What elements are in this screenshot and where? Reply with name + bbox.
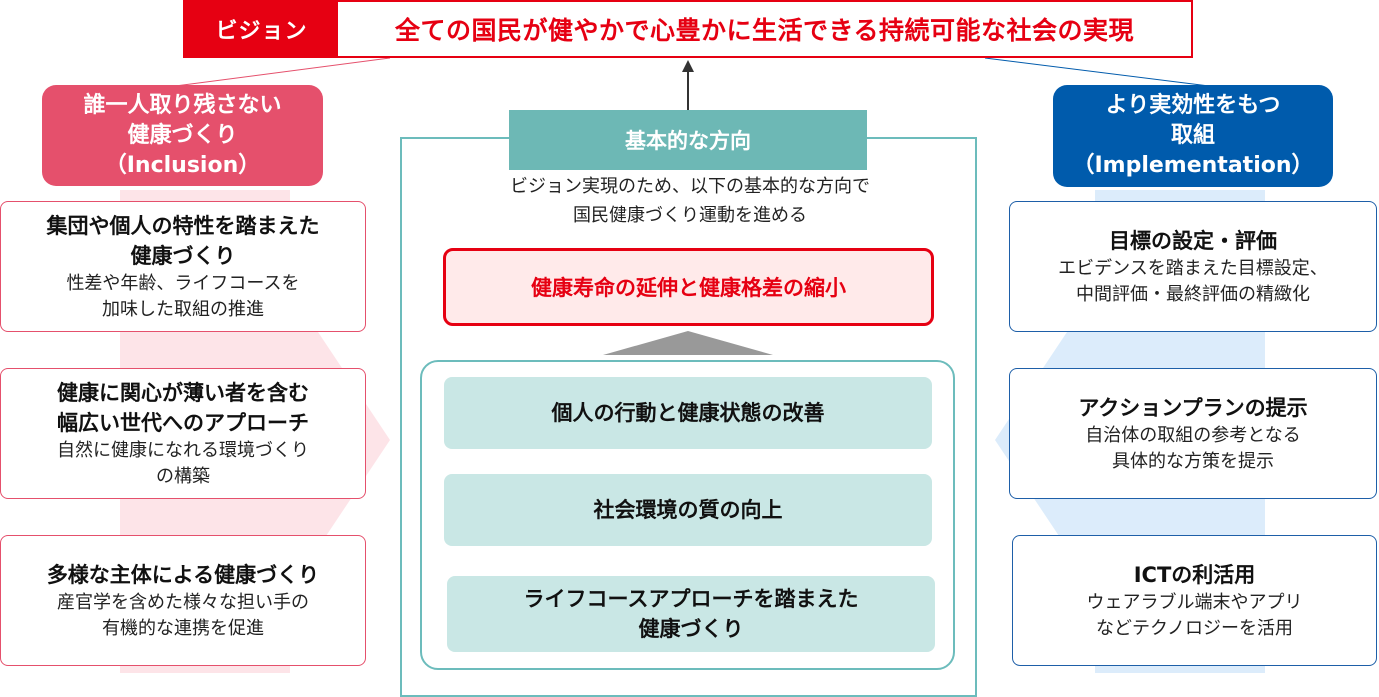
inclusion-item-2: 健康に関心が薄い者を含む 幅広い世代へのアプローチ 自然に健康になれる環境づくり… — [0, 368, 366, 499]
inclusion-pillar-header: 誰一人取り残さない 健康づくり （Inclusion） — [42, 85, 323, 186]
basic-direction-desc: ビジョン実現のため、以下の基本的な方向で 国民健康づくり運動を進める — [510, 176, 870, 226]
implementation-item-1-desc: エビデンスを踏まえた目標設定、 中間評価・最終評価の精緻化 — [1058, 257, 1328, 305]
direction-item-1: 個人の行動と健康状態の改善 — [444, 377, 932, 449]
direction-item-3: ライフコースアプローチを踏まえた 健康づくり — [447, 576, 935, 652]
implementation-item-3-title: ICTの利活用 — [1133, 562, 1256, 587]
inclusion-item-3: 多様な主体による健康づくり 産官学を含めた様々な担い手の 有機的な連携を促進 — [0, 535, 366, 666]
inclusion-item-1-title: 集団や個人の特性を踏まえた 健康づくり — [46, 213, 320, 268]
vision-to-inclusion-line — [159, 57, 391, 89]
center-to-vision-arrow-head — [682, 60, 694, 72]
inclusion-item-1: 集団や個人の特性を踏まえた 健康づくり 性差や年齢、ライフコースを 加味した取組… — [0, 201, 366, 332]
implementation-item-3: ICTの利活用 ウェアラブル端末やアプリ などテクノロジーを活用 — [1012, 535, 1377, 666]
vision-label: ビジョン — [185, 2, 338, 56]
implementation-title-line3: （Implementation） — [1072, 153, 1314, 178]
inclusion-item-2-title: 健康に関心が薄い者を含む 幅広い世代へのアプローチ — [57, 380, 309, 435]
direction-item-2: 社会環境の質の向上 — [444, 474, 932, 546]
inclusion-item-2-desc: 自然に健康になれる環境づくり の構築 — [57, 439, 309, 487]
inclusion-item-1-desc: 性差や年齢、ライフコースを 加味した取組の推進 — [66, 272, 300, 320]
inclusion-title-line3: （Inclusion） — [104, 152, 261, 178]
implementation-item-3-desc: ウェアラブル端末やアプリ などテクノロジーを活用 — [1086, 591, 1303, 639]
inclusion-title-line2: 健康づくり — [127, 122, 238, 148]
vision-statement: 全ての国民が健やかで心豊かに生活できる持続可能な社会の実現 — [394, 16, 1134, 45]
implementation-item-2-title: アクションプランの提示 — [1078, 395, 1308, 420]
upward-triangle — [603, 331, 773, 355]
implementation-title-line2: 取組 — [1170, 123, 1215, 148]
basic-direction-label: 基本的な方向 — [509, 110, 867, 170]
vision-banner: ビジョン 全ての国民が健やかで心豊かに生活できる持続可能な社会の実現 — [183, 0, 1193, 58]
implementation-pillar-header: より実効性をもつ 取組 （Implementation） — [1053, 85, 1333, 187]
implementation-title-line1: より実効性をもつ — [1105, 93, 1281, 118]
inclusion-item-3-desc: 産官学を含めた様々な担い手の 有機的な連携を促進 — [57, 591, 309, 639]
vision-to-implementation-line — [984, 57, 1226, 89]
implementation-item-1-title: 目標の設定・評価 — [1109, 228, 1277, 253]
implementation-item-2-desc: 自治体の取組の参考となる 具体的な方策を提示 — [1085, 424, 1301, 472]
inclusion-title-line1: 誰一人取り残さない — [83, 92, 282, 118]
inclusion-item-3-title: 多様な主体による健康づくり — [46, 562, 320, 587]
goal-box: 健康寿命の延伸と健康格差の縮小 — [443, 248, 934, 326]
connector-lines — [159, 57, 1226, 110]
implementation-item-1: 目標の設定・評価 エビデンスを踏まえた目標設定、 中間評価・最終評価の精緻化 — [1009, 201, 1377, 332]
implementation-item-2: アクションプランの提示 自治体の取組の参考となる 具体的な方策を提示 — [1009, 368, 1377, 499]
